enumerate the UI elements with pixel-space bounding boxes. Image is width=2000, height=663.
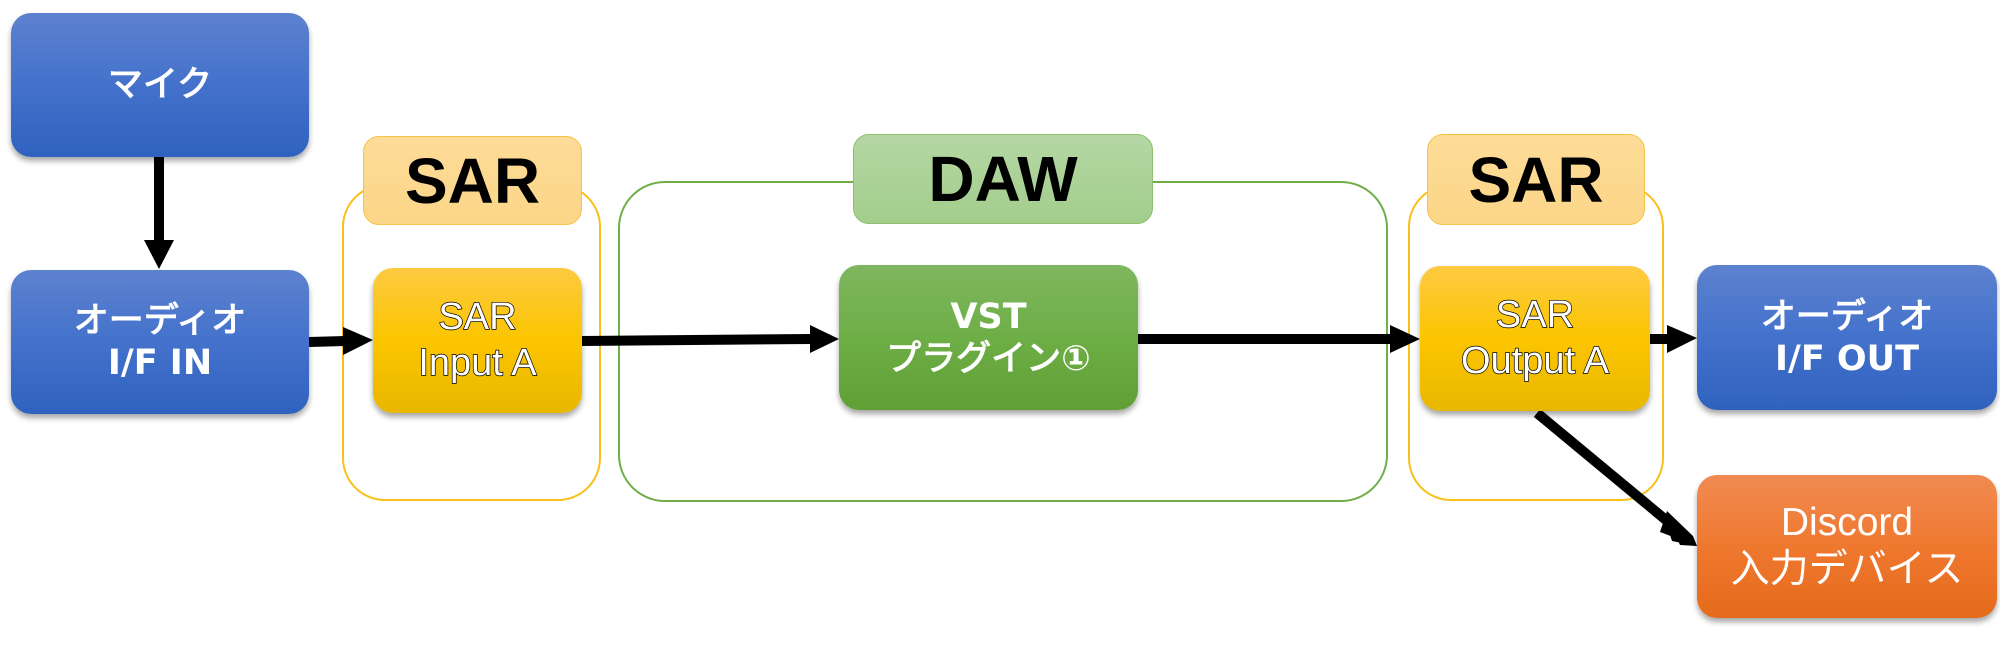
- group-label-text: SAR: [1468, 143, 1604, 216]
- sar-right-group-label: SAR: [1427, 134, 1645, 225]
- arrowhead-icon: [343, 327, 373, 355]
- node-discord-input-device: Discord 入力デバイス: [1697, 475, 1997, 618]
- node-label-line-1: SAR: [1495, 293, 1575, 336]
- node-label-line-1: SAR: [438, 295, 518, 338]
- node-label-line-2: I/F IN: [107, 343, 213, 383]
- node-label-line-2: プラグイン①: [886, 338, 1091, 379]
- node-label-line-2: 入力デバイス: [1730, 547, 1964, 591]
- arrowhead-icon: [1390, 325, 1420, 353]
- daw-group-label: DAW: [853, 134, 1153, 224]
- node-mic: マイク: [11, 13, 309, 157]
- arrowhead-icon: [1667, 325, 1697, 353]
- edge-vst-to-sar-output: [1137, 325, 1420, 353]
- sar-left-group-label: SAR: [363, 136, 582, 225]
- edge-if-in-to-sar-input: [308, 327, 373, 355]
- node-label-line-1: VST: [950, 296, 1027, 337]
- edge-sar-input-to-vst: [581, 325, 839, 353]
- arrowhead-icon: [144, 240, 174, 269]
- edge-mic-to-if-in: [144, 157, 174, 269]
- node-audio-if-in: オーディオ I/F IN: [11, 270, 309, 414]
- node-label-line-1: オーディオ: [73, 301, 247, 341]
- edge-sar-output-to-discord: [1533, 409, 1697, 546]
- node-sar-output-a: SAR Output A: [1420, 266, 1650, 411]
- node-label-line-1: オーディオ: [1760, 296, 1934, 337]
- node-sar-input-a: SAR Input A: [373, 268, 582, 413]
- node-label-line-2: I/F OUT: [1775, 338, 1919, 379]
- node-audio-if-out: オーディオ I/F OUT: [1697, 265, 1997, 410]
- arrowhead-icon: [810, 325, 839, 353]
- node-vst-plugin: VST プラグイン①: [839, 265, 1138, 410]
- node-label-line-2: Output A: [1460, 339, 1609, 382]
- group-label-text: SAR: [404, 144, 541, 217]
- node-label-line-2: Input A: [418, 341, 538, 384]
- group-label-text: DAW: [928, 143, 1078, 215]
- node-label-line-1: Discord: [1780, 500, 1914, 544]
- node-label: マイク: [107, 65, 213, 105]
- edge-sar-output-to-if-out: [1650, 325, 1697, 353]
